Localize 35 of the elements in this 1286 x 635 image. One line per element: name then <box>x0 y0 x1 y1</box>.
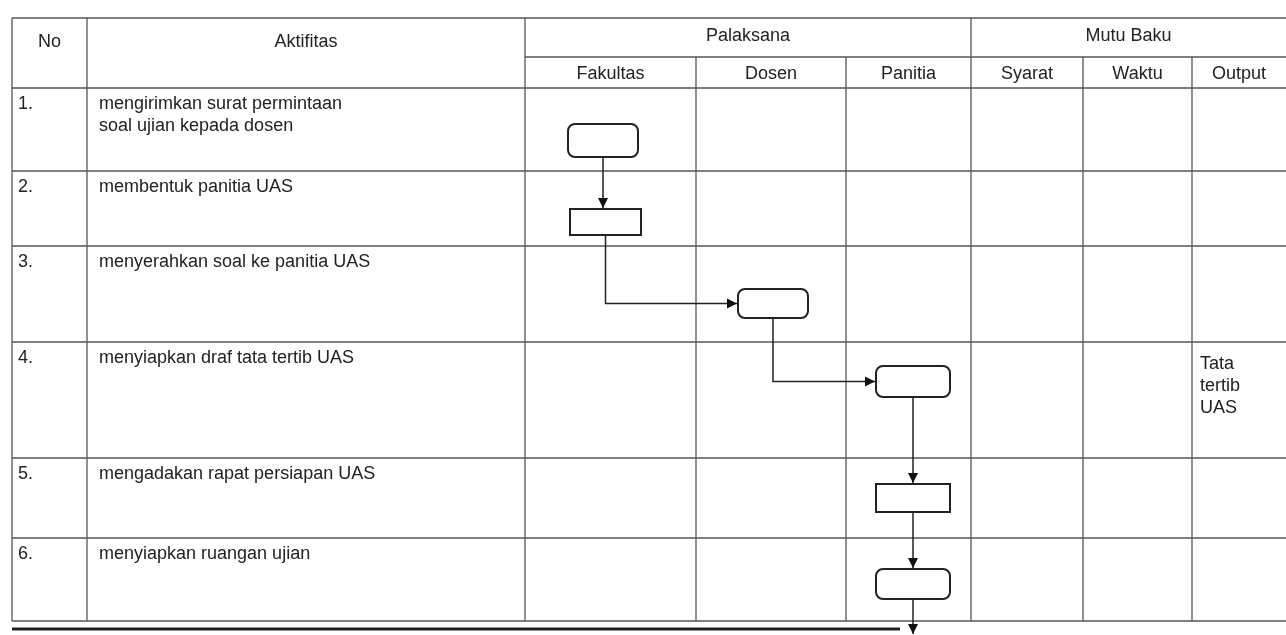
output-text: Tata tertib UAS <box>1200 352 1242 418</box>
row-number: 4. <box>18 346 34 368</box>
row-number: 6. <box>18 542 34 564</box>
group-header: Mutu Baku <box>1084 24 1173 46</box>
column-header: Panitia <box>879 62 937 84</box>
row-number: 2. <box>18 175 34 197</box>
activity-text: mengirimkan surat permintaan soal ujian kepada dosen <box>99 92 344 136</box>
rounded-process-box <box>737 288 809 319</box>
arrow <box>907 397 919 484</box>
process-box <box>875 483 951 513</box>
column-header: Waktu <box>1111 62 1164 84</box>
group-header: Palaksana <box>704 24 792 46</box>
process-box <box>569 208 642 236</box>
row-number: 5. <box>18 462 34 484</box>
column-header: Dosen <box>744 62 798 84</box>
column-header: No <box>37 30 62 52</box>
activity-text: mengadakan rapat persiapan UAS <box>99 462 377 484</box>
activity-text: menyerahkan soal ke panitia UAS <box>99 250 372 272</box>
arrow <box>772 318 876 387</box>
activity-text: membentuk panitia UAS <box>99 175 295 197</box>
arrow <box>597 157 609 209</box>
row-number: 1. <box>18 92 34 114</box>
arrow <box>604 235 738 309</box>
activity-text: menyiapkan draf tata tertib UAS <box>99 346 356 368</box>
column-header: Output <box>1210 62 1267 84</box>
arrow <box>907 599 919 635</box>
rounded-process-box <box>875 568 951 600</box>
column-header: Syarat <box>1000 62 1054 84</box>
column-header: Fakultas <box>575 62 646 84</box>
column-header: Aktifitas <box>273 30 339 52</box>
rounded-process-box <box>875 365 951 398</box>
row-number: 3. <box>18 250 34 272</box>
activity-text: menyiapkan ruangan ujian <box>99 542 312 564</box>
rounded-process-box <box>567 123 639 158</box>
arrow <box>907 512 919 569</box>
